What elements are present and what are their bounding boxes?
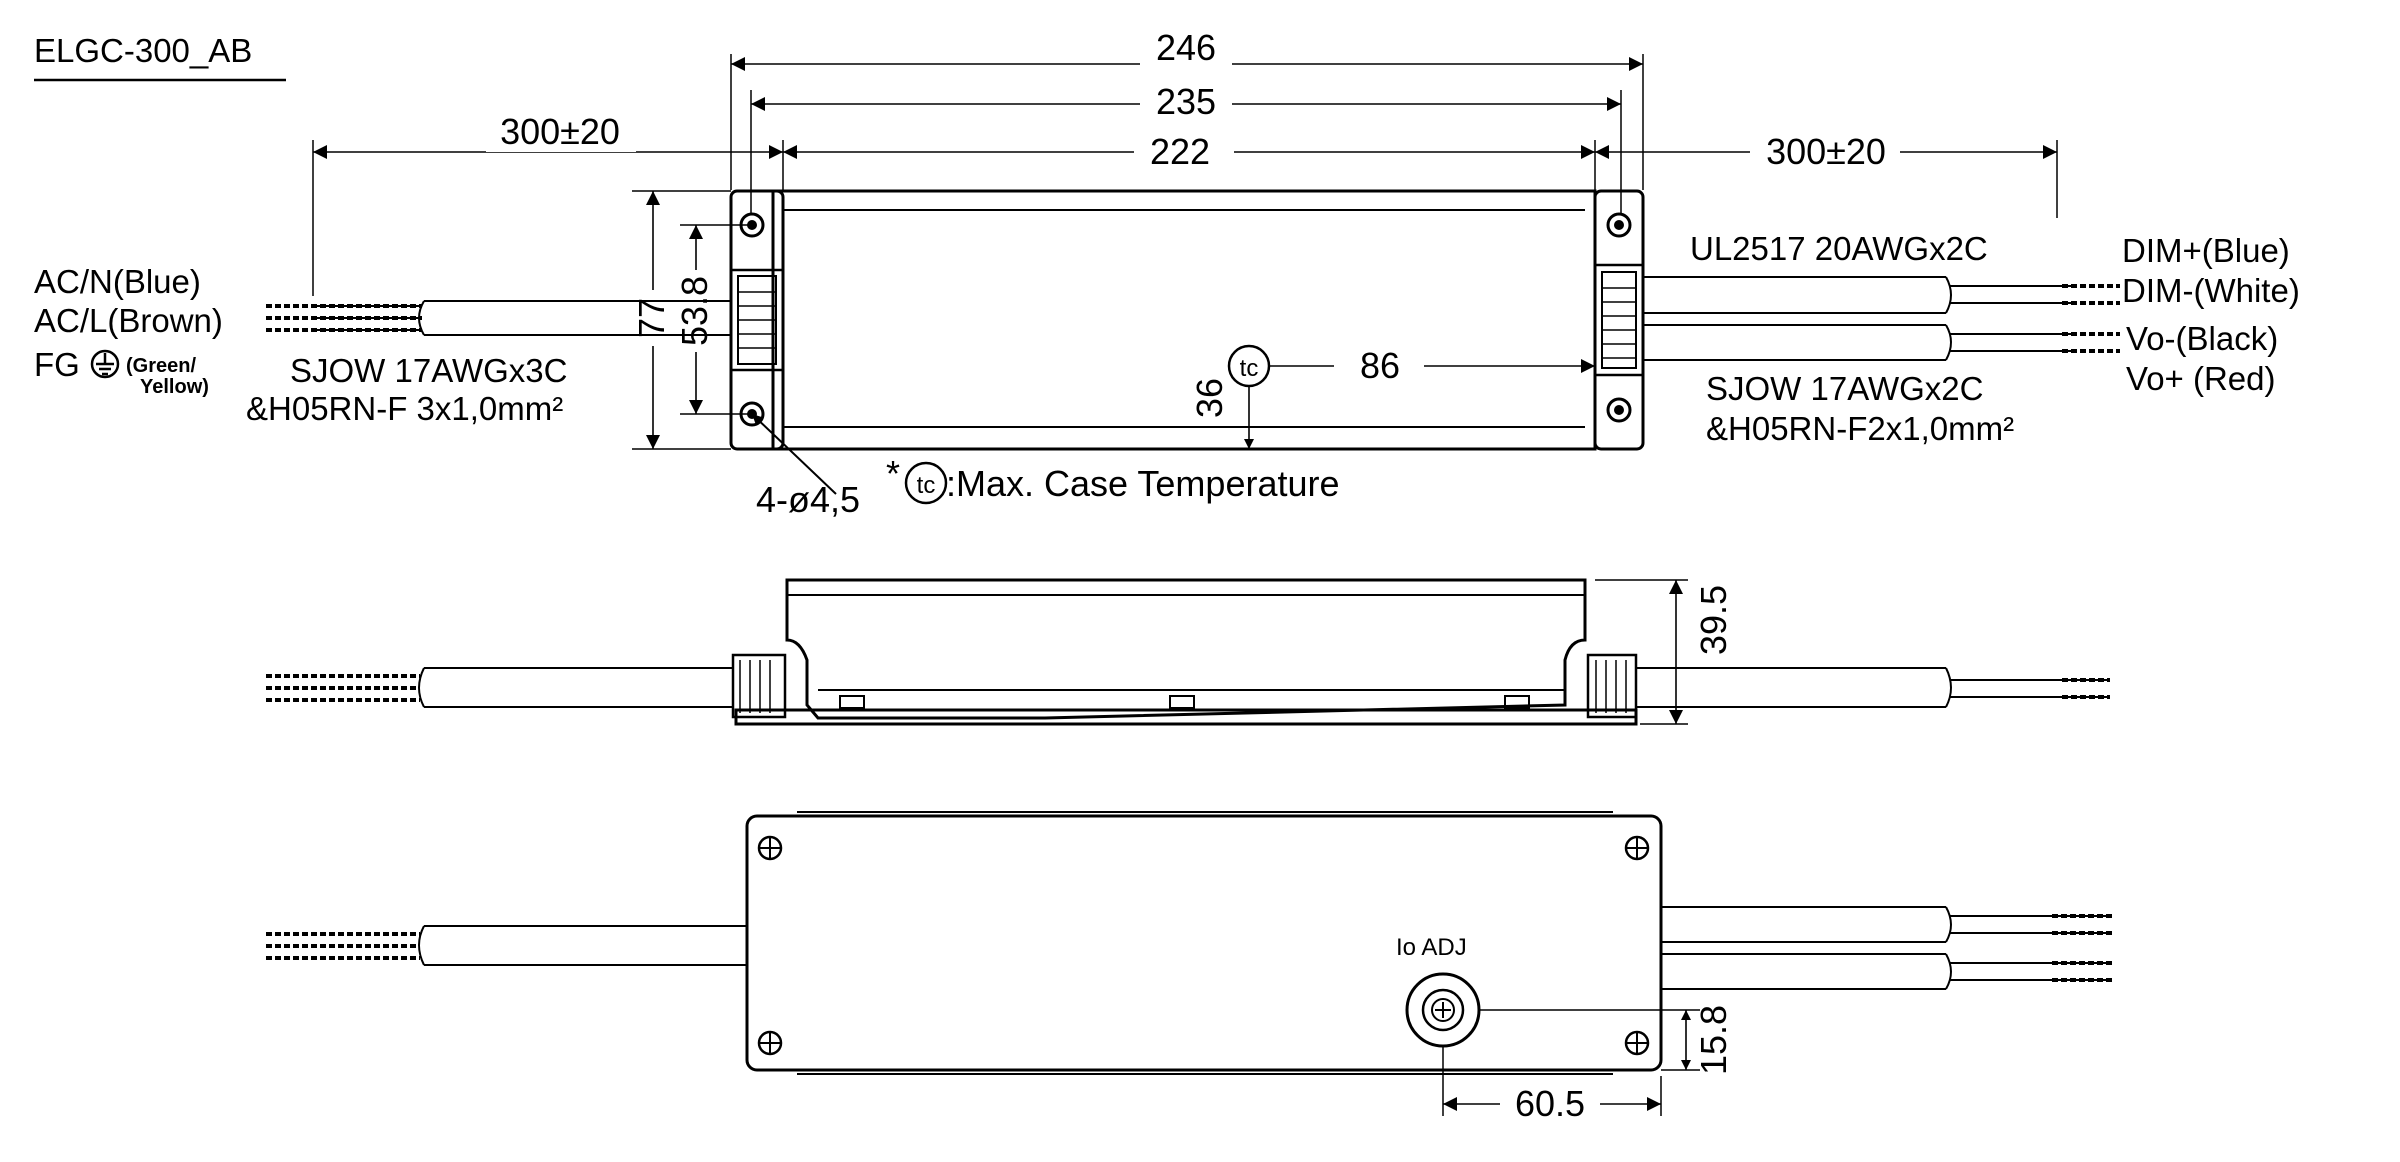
dim-39-5: 39.5	[1693, 585, 1734, 655]
right-dim-cable	[1643, 276, 2120, 314]
dim-15-8: 15.8	[1693, 1005, 1734, 1075]
screw-icon	[1624, 1030, 1650, 1056]
dim-cable-right: 300±20	[1766, 131, 1886, 172]
right-cable-spec-1: SJOW 17AWGx2C	[1706, 370, 1984, 407]
screw-icon	[757, 1030, 783, 1056]
side-view-housing	[785, 578, 1587, 720]
ground-icon	[90, 349, 120, 379]
hole-callout: 4-ø4,5	[756, 479, 860, 520]
label-fg: FG	[34, 346, 80, 383]
screw-icon	[1624, 835, 1650, 861]
label-ac-l: AC/L(Brown)	[34, 302, 223, 339]
label-dim-plus: DIM+(Blue)	[2122, 232, 2290, 269]
dim-246: 246	[1156, 27, 1216, 68]
svg-text:tc: tc	[1240, 355, 1259, 382]
left-input-cable	[266, 300, 731, 336]
dim-36: 36	[1189, 378, 1230, 418]
tc-point-symbol: tc	[1227, 344, 1271, 388]
label-dim-minus: DIM-(White)	[2122, 272, 2300, 309]
label-fg-color-2: Yellow)	[140, 376, 209, 398]
left-cable-spec-2: &H05RN-F 3x1,0mm²	[246, 390, 563, 427]
adjust-potentiometer-icon	[1405, 972, 1481, 1048]
adjust-label: Io ADJ	[1396, 934, 1467, 961]
left-cable-spec-1: SJOW 17AWGx3C	[290, 352, 568, 389]
tc-note-text: :Max. Case Temperature	[946, 463, 1340, 504]
mounting-hole-bottom-right	[1606, 397, 1632, 423]
dim-222: 222	[1150, 131, 1210, 172]
tc-note-symbol: tc	[904, 461, 948, 505]
dim-60-5: 60.5	[1515, 1083, 1585, 1124]
top-view: 246 235 222 300±20 300±20	[34, 24, 2300, 520]
top-view-housing	[771, 189, 1597, 451]
side-view: 39.5	[266, 574, 2110, 726]
dim-86: 86	[1360, 345, 1400, 386]
dim-235: 235	[1156, 81, 1216, 122]
bottom-view: Io ADJ 15.8 60.5	[266, 811, 2112, 1124]
label-vo-minus: Vo-(Black)	[2126, 320, 2278, 357]
mounting-hole-top-right	[1606, 212, 1632, 238]
label-vo-plus: Vo+ (Red)	[2126, 360, 2276, 397]
drawing-title: ELGC-300_AB	[34, 32, 252, 69]
label-fg-color-1: (Green/	[126, 355, 196, 377]
label-ac-n: AC/N(Blue)	[34, 263, 201, 300]
bottom-view-housing	[745, 814, 1663, 1072]
svg-text:tc: tc	[917, 472, 936, 499]
screw-icon	[757, 835, 783, 861]
right-cable-spec-2: &H05RN-F2x1,0mm²	[1706, 410, 2014, 447]
right-output-cable	[1643, 324, 2120, 361]
right-dim-cable-spec: UL2517 20AWGx2C	[1690, 230, 1988, 267]
dim-77: 77	[631, 298, 672, 338]
tc-note-star: *	[886, 453, 900, 494]
dim-cable-left: 300±20	[500, 111, 620, 152]
